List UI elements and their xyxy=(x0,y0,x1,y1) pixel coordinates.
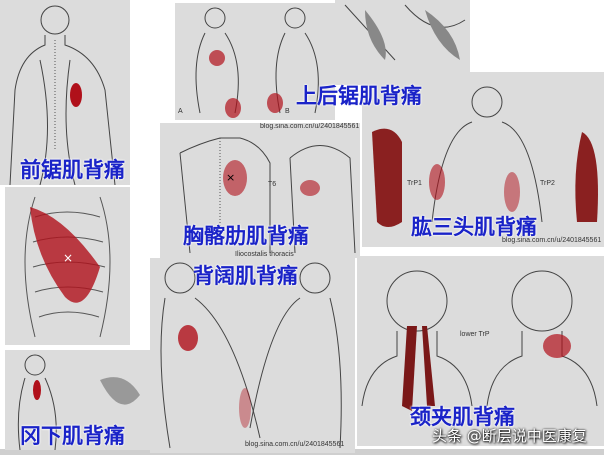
fig-b-label: B xyxy=(285,108,290,115)
label-latissimus-dorsi: 背阔肌背痛 xyxy=(193,264,298,288)
trp2-label: TrP2 xyxy=(540,180,555,187)
watermark: 头条 @断层说中医康复 xyxy=(432,427,587,445)
infraspinatus-figure xyxy=(5,350,150,450)
serratus-posterior-arms-figure: A B xyxy=(175,3,335,120)
label-triceps: 肱三头肌背痛 xyxy=(411,215,537,239)
iliocostalis-figure: × T6 blog.sina.com.cn/u/2401845561 Ilioc… xyxy=(160,123,360,258)
iliocostalis-caption: Iliocostalis thoracis xyxy=(235,251,294,258)
blog-url-1: blog.sina.com.cn/u/2401845561 xyxy=(260,123,360,130)
serratus-anterior-figure xyxy=(0,0,130,185)
label-infraspinatus: 冈下肌背痛 xyxy=(20,424,125,448)
rib-cage-figure: × xyxy=(5,187,130,345)
label-iliocostalis-thoracis: 胸髂肋肌背痛 xyxy=(183,224,309,248)
splenius-cervicis-figure: lower TrP xyxy=(357,256,604,446)
lower-trp-label: lower TrP xyxy=(460,331,490,338)
svg-text:×: × xyxy=(63,251,73,265)
blog-url-3: blog.sina.com.cn/u/2401845561 xyxy=(245,441,345,448)
fig-a-label: A xyxy=(178,108,183,115)
label-serratus-posterior-superior: 上后锯肌背痛 xyxy=(296,84,422,108)
latissimus-figure: blog.sina.com.cn/u/2401845561 xyxy=(150,258,355,453)
trp1-label: TrP1 xyxy=(407,180,422,187)
shoulder-anatomy-figure xyxy=(335,0,470,85)
blog-url-2: blog.sina.com.cn/u/2401845561 xyxy=(502,237,602,244)
label-serratus-anterior: 前锯肌背痛 xyxy=(20,158,125,182)
svg-text:×: × xyxy=(226,171,235,184)
triceps-figure: TrP1 TrP2 blog.sina.com.cn/u/2401845561 xyxy=(362,72,604,247)
label-splenius-cervicis: 颈夹肌背痛 xyxy=(410,405,515,429)
t6-label: T6 xyxy=(268,181,277,188)
